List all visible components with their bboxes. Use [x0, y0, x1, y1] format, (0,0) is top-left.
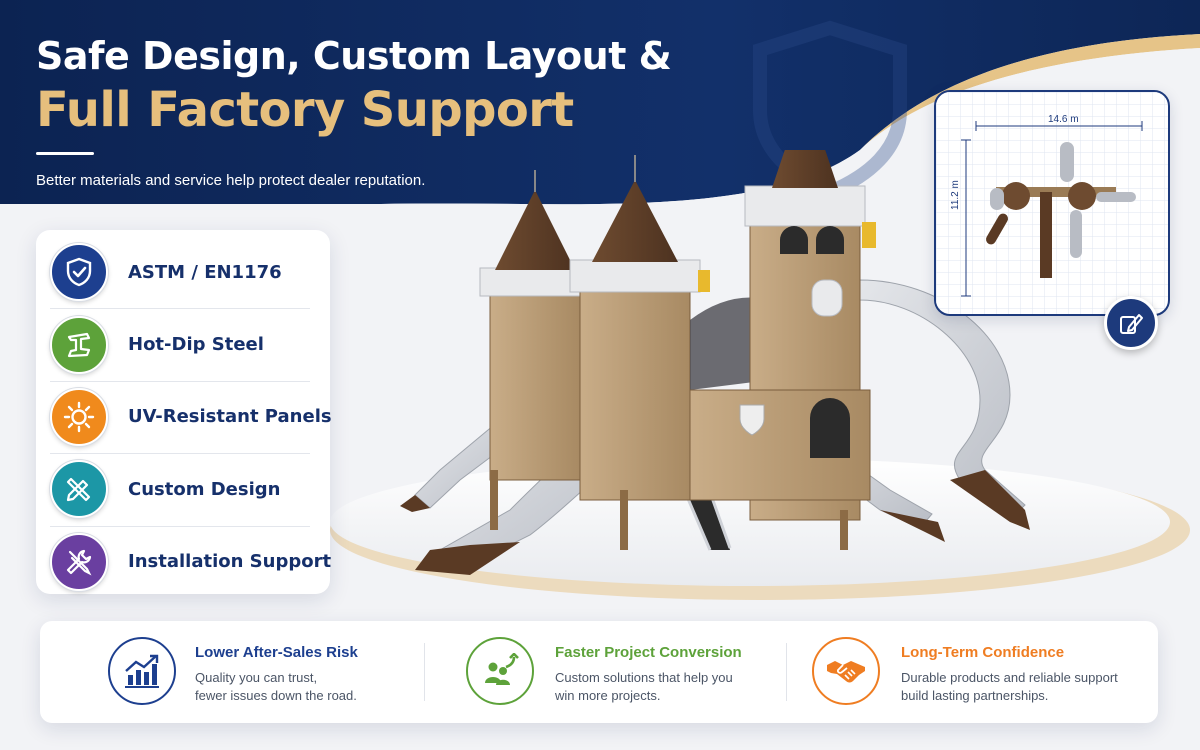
castle-playground-graphic	[330, 150, 1190, 600]
title-divider	[36, 152, 94, 155]
plan-width-label: 14.6 m	[1048, 114, 1079, 125]
wrench-screwdriver-icon	[50, 532, 108, 591]
feature-list-card: ASTM / EN1176 Hot-Dip Steel UV-Resistant…	[36, 230, 332, 594]
benefit-desc-line: win more projects.	[555, 688, 661, 703]
benefit-desc-line: fewer issues down the road.	[195, 688, 357, 703]
benefit-divider	[424, 643, 425, 701]
benefit-description: Quality you can trust, fewer issues down…	[195, 669, 357, 705]
feature-label: ASTM / EN1176	[128, 261, 282, 283]
layout-plan-card: 14.6 m 11.2 m	[934, 90, 1170, 316]
benefit-description: Durable products and reliable support bu…	[901, 669, 1118, 705]
benefit-desc-line: Durable products and reliable support	[901, 670, 1118, 685]
feature-label: UV-Resistant Panels	[128, 406, 332, 428]
feature-label: Installation Support	[128, 551, 332, 573]
header-subtitle: Better materials and service help protec…	[36, 172, 426, 189]
feature-label: Custom Design	[128, 478, 281, 500]
benefits-bar: Lower After-Sales Risk Quality you can t…	[40, 621, 1158, 723]
benefit-desc-line: Custom solutions that help you	[555, 670, 733, 685]
benefit-desc-line: Quality you can trust,	[195, 670, 318, 685]
benefit-title: Faster Project Conversion	[555, 644, 742, 661]
growth-chart-icon	[108, 637, 176, 705]
benefit-description: Custom solutions that help you win more …	[555, 669, 733, 705]
playground-illustration	[320, 150, 1200, 610]
edit-plan-button[interactable]	[1104, 296, 1158, 350]
plan-height-label: 11.2 m	[950, 180, 961, 210]
title-line-1: Safe Design, Custom Layout &	[36, 34, 672, 78]
benefit-title: Long-Term Confidence	[901, 644, 1065, 661]
feature-item-astm[interactable]: ASTM / EN1176	[36, 236, 330, 308]
edit-plan-icon	[1120, 314, 1143, 334]
handshake-icon	[812, 637, 880, 705]
benefit-desc-line: build lasting partnerships.	[901, 688, 1049, 703]
feature-label: Hot-Dip Steel	[128, 334, 264, 356]
feature-item-custom-design[interactable]: Custom Design	[36, 453, 330, 525]
steel-beam-icon	[50, 315, 108, 374]
sun-icon	[50, 387, 108, 446]
shield-check-icon	[50, 243, 108, 302]
benefit-divider	[786, 643, 787, 701]
pencil-ruler-icon	[50, 460, 108, 519]
feature-item-installation-support[interactable]: Installation Support	[36, 525, 332, 598]
team-growth-icon	[466, 637, 534, 705]
plan-footprint	[986, 142, 1136, 278]
benefit-title: Lower After-Sales Risk	[195, 644, 358, 661]
plan-grid	[936, 92, 1168, 314]
title-line-2: Full Factory Support	[36, 82, 574, 138]
feature-item-uv-resistant[interactable]: UV-Resistant Panels	[36, 380, 332, 453]
page-title: Safe Design, Custom Layout & Full Factor…	[36, 34, 672, 138]
feature-item-hot-dip-steel[interactable]: Hot-Dip Steel	[36, 308, 330, 380]
